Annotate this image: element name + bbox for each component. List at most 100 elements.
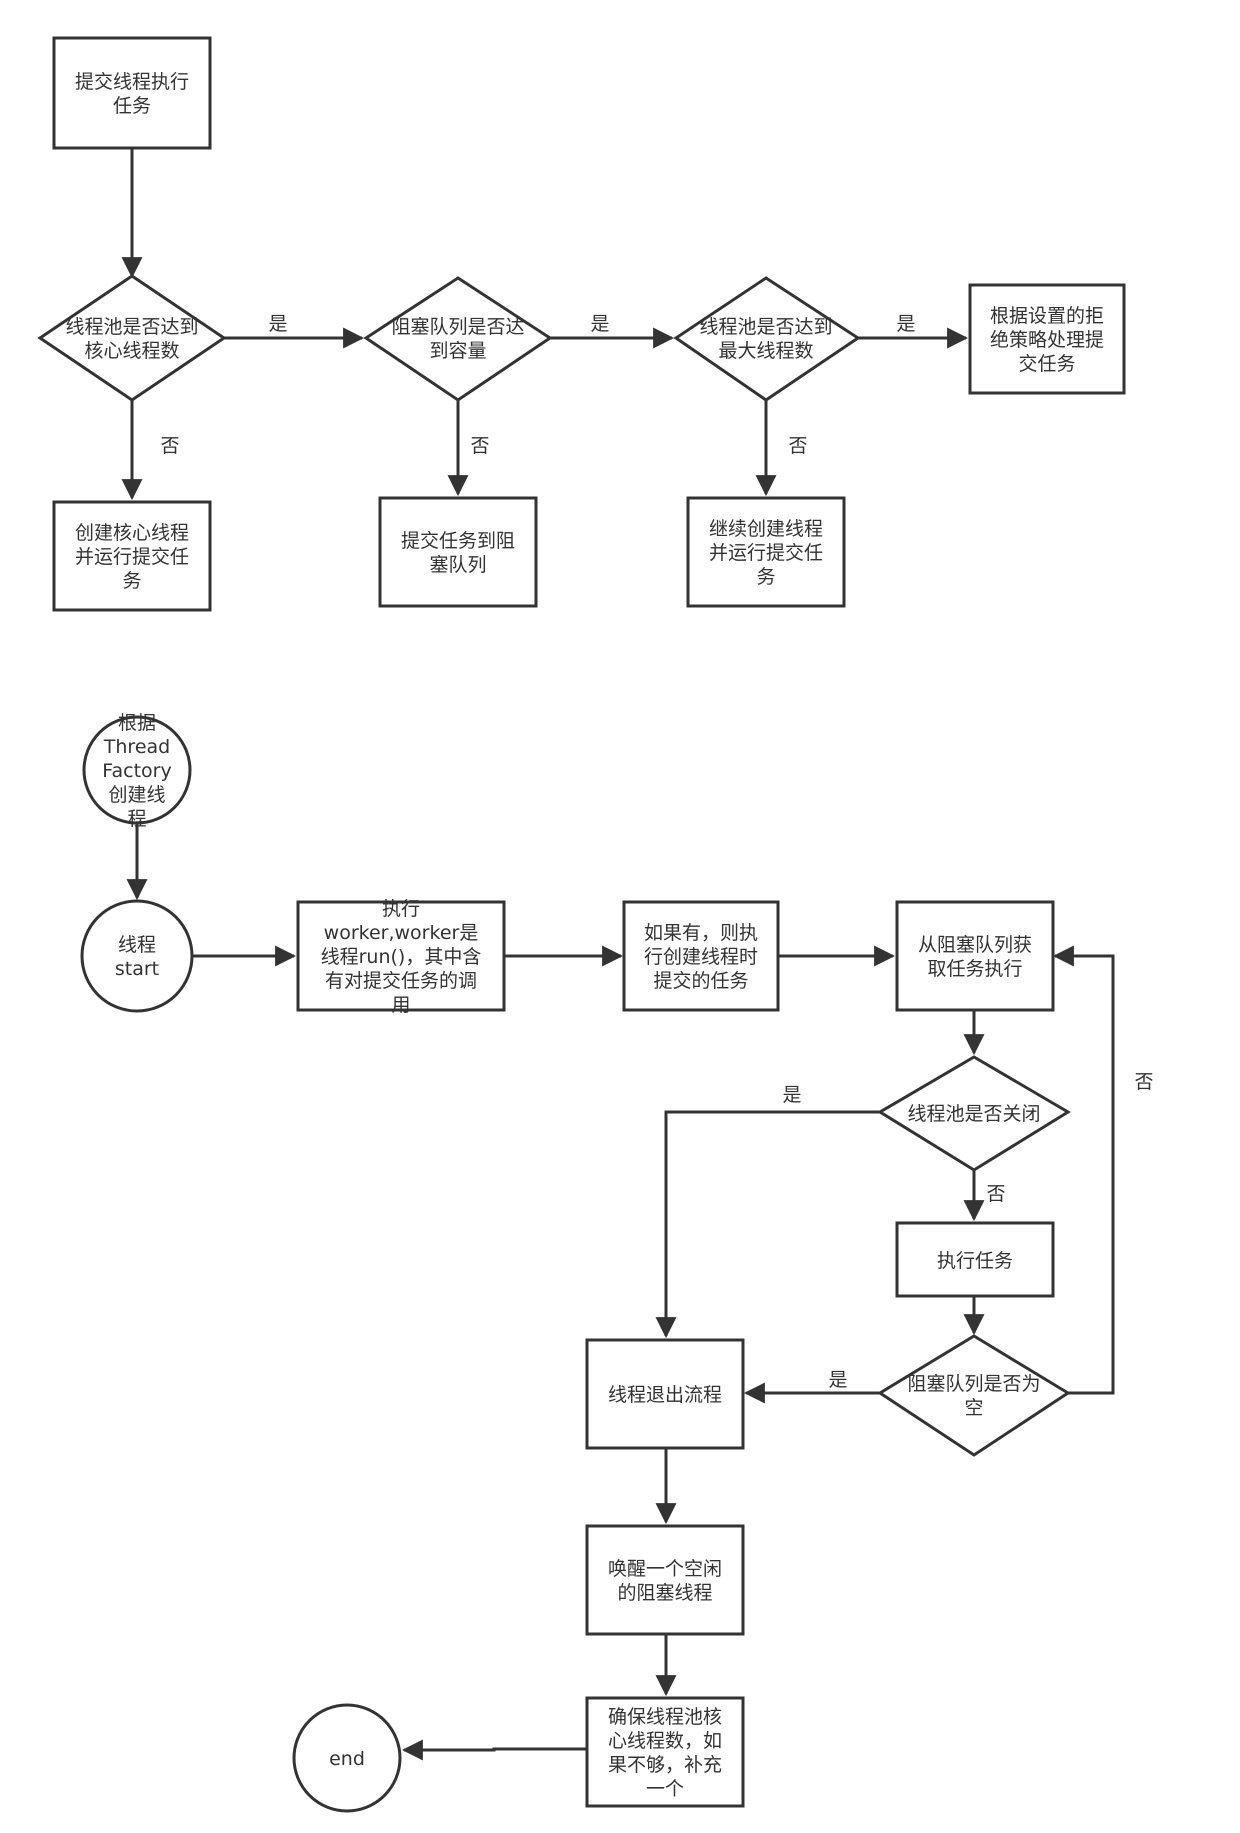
node-run-first-task-label: 如果有，则执行创建线程时提交的任务: [644, 922, 758, 992]
label-line: 执行: [382, 898, 420, 920]
decision-core-threads-label: 线程池是否达到核心线程数: [65, 316, 198, 362]
node-enqueue-task-label: 提交任务到阻塞队列: [401, 530, 515, 576]
edge-label-core-no: 否: [160, 435, 179, 457]
decision-max-threads-reached: [673, 276, 861, 402]
label-line: Factory: [102, 760, 171, 782]
label-line: 任务: [113, 95, 151, 117]
edge-label-empty-yes: 是: [828, 1369, 847, 1391]
label-line: 交任务: [1018, 353, 1075, 375]
node-end: [292, 1703, 402, 1813]
node-ensure-core-threads: [585, 1696, 745, 1808]
label-line: 提交任务到阻: [401, 530, 515, 552]
node-run-task-label: 执行任务: [937, 1250, 1013, 1272]
label-line: 塞队列: [429, 554, 486, 576]
decision-core-threads-reached: [37, 274, 227, 402]
decision-pool-shutdown-label: 线程池是否关闭: [907, 1103, 1040, 1125]
label-line: 务: [122, 570, 141, 592]
label-line: 空: [964, 1397, 983, 1419]
label-line: 到容量: [429, 340, 486, 362]
node-create-more-threads: [686, 496, 846, 608]
node-wake-idle-thread: [585, 1524, 745, 1636]
decision-pool-shutdown: [877, 1055, 1071, 1172]
edge-label-shutdown-yes: 是: [782, 1084, 801, 1106]
label-line: 创建线: [108, 784, 165, 806]
node-reject-policy: [968, 283, 1126, 395]
node-submit-task: [52, 36, 212, 150]
label-line: 根据: [118, 712, 156, 734]
label-line: 创建核心线程: [75, 522, 189, 544]
label-line: 最大线程数: [718, 340, 813, 362]
label-line: 线程: [118, 934, 156, 956]
node-wake-idle-thread-label: 唤醒一个空闲的阻塞线程: [608, 1558, 722, 1604]
label-line: Thread: [103, 736, 170, 758]
edge-label-core-yes: 是: [268, 313, 287, 335]
node-create-more-threads-label: 继续创建线程并运行提交任务: [709, 518, 823, 588]
edge-label-max-yes: 是: [896, 313, 915, 335]
decision-queue-full: [363, 276, 553, 402]
label-line: worker,worker是: [324, 922, 479, 944]
decision-queue-empty-label: 阻塞队列是否为空: [907, 1373, 1040, 1419]
node-end-label: end: [329, 1748, 365, 1770]
node-take-from-queue: [895, 900, 1055, 1012]
edge-shutdown-yes-to-exit: [655, 1110, 880, 1339]
label-line: 线程退出流程: [608, 1384, 722, 1406]
node-create-core-thread-label: 创建核心线程并运行提交任务: [75, 522, 189, 592]
label-line: 的阻塞线程: [617, 1582, 712, 1604]
label-line: start: [115, 958, 159, 980]
label-line: 线程池是否关闭: [907, 1103, 1040, 1125]
label-line: 线程池是否达到: [699, 316, 832, 338]
node-create-core-thread: [52, 500, 212, 612]
label-line: 取任务执行: [927, 958, 1022, 980]
label-line: end: [329, 1748, 365, 1770]
label-line: 继续创建线程: [709, 518, 823, 540]
label-line: 绝策略处理提: [990, 329, 1104, 351]
label-line: 一个: [646, 1778, 684, 1800]
decision-queue-empty: [877, 1334, 1071, 1457]
node-thread-exit-label: 线程退出流程: [608, 1384, 722, 1406]
label-line: 并运行提交任: [75, 546, 189, 568]
decision-queue-full-label: 阻塞队列是否达到容量: [391, 316, 524, 362]
label-line: 程: [127, 808, 146, 830]
label-line: 线程池是否达到: [65, 316, 198, 338]
node-take-from-queue-label: 从阻塞队列获取任务执行: [918, 934, 1032, 980]
edge-label-empty-no: 否: [1134, 1071, 1153, 1093]
label-line: 线程run()，其中含: [321, 946, 482, 968]
label-line: 阻塞队列是否达: [391, 316, 524, 338]
label-line: 根据设置的拒: [990, 305, 1104, 327]
label-line: 有对提交任务的调: [325, 970, 477, 992]
node-reject-policy-label: 根据设置的拒绝策略处理提交任务: [990, 305, 1104, 375]
decision-max-threads-label: 线程池是否达到最大线程数: [699, 316, 832, 362]
label-line: 心线程数，如: [608, 1730, 722, 1752]
node-thread-start: [80, 899, 194, 1013]
node-run-task: [895, 1221, 1055, 1298]
edge-label-shutdown-no: 否: [986, 1183, 1005, 1205]
node-ensure-core-threads-label: 确保线程池核心线程数，如果不够，补充一个: [608, 1706, 722, 1800]
label-line: 核心线程数: [84, 340, 179, 362]
label-line: 提交的任务: [653, 970, 748, 992]
label-line: 从阻塞队列获: [918, 934, 1032, 956]
label-line: 唤醒一个空闲: [608, 1558, 722, 1580]
edge-ensure-to-end: [401, 1739, 587, 1761]
edge-label-queue-no: 否: [470, 435, 489, 457]
node-enqueue-task: [378, 496, 538, 608]
edge-label-max-no: 否: [788, 435, 807, 457]
node-thread-exit: [585, 1338, 745, 1450]
label-line: 果不够，补充: [608, 1754, 722, 1776]
label-line: 用: [391, 994, 410, 1016]
label-line: 务: [756, 566, 775, 588]
node-thread-factory-create: [82, 715, 192, 825]
edge-label-queue-yes: 是: [590, 313, 609, 335]
label-line: 确保线程池核: [608, 1706, 722, 1728]
label-line: 行创建线程时: [644, 946, 758, 968]
label-line: 阻塞队列是否为: [907, 1373, 1040, 1395]
edge-empty-no-loop-to-take: [1052, 945, 1115, 1395]
node-run-first-task: [622, 900, 780, 1012]
label-line: 并运行提交任: [709, 542, 823, 564]
label-line: 执行任务: [937, 1250, 1013, 1272]
node-run-worker: [296, 900, 506, 1012]
